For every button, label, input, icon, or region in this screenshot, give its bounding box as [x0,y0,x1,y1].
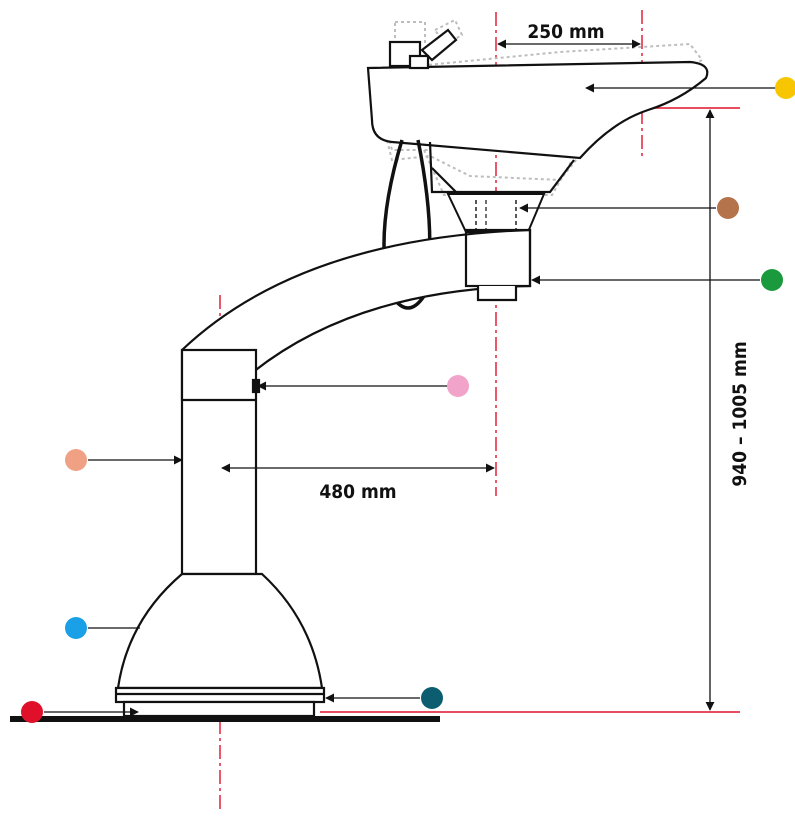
arm-reach-label: 480 mm [319,481,396,503]
column [180,348,261,576]
callout-dot-floor-fixing[interactable] [21,701,43,723]
floor-line [10,716,440,722]
callout-dots [21,77,795,723]
callout-dot-bowl[interactable] [775,77,795,99]
callout-dot-drain-connector[interactable] [717,197,739,219]
base-cover [116,572,324,690]
callout-dot-base-plate[interactable] [421,687,443,709]
bowl [366,28,709,194]
callout-dot-column[interactable] [65,449,87,471]
curved-arm [180,228,532,402]
dimension-lines [221,39,715,711]
hose-loop [382,139,432,310]
height-range-label: 940 – 1005 mm [729,341,751,486]
callout-dot-base-cover[interactable] [65,617,87,639]
bowl-offset-label: 250 mm [527,21,604,43]
base [114,572,326,718]
faucet-handle [408,54,430,70]
callout-dot-arm-joint[interactable] [447,375,469,397]
base-foot [122,700,316,718]
callout-leaders [44,83,776,717]
callout-dot-arm-end-block[interactable] [761,269,783,291]
